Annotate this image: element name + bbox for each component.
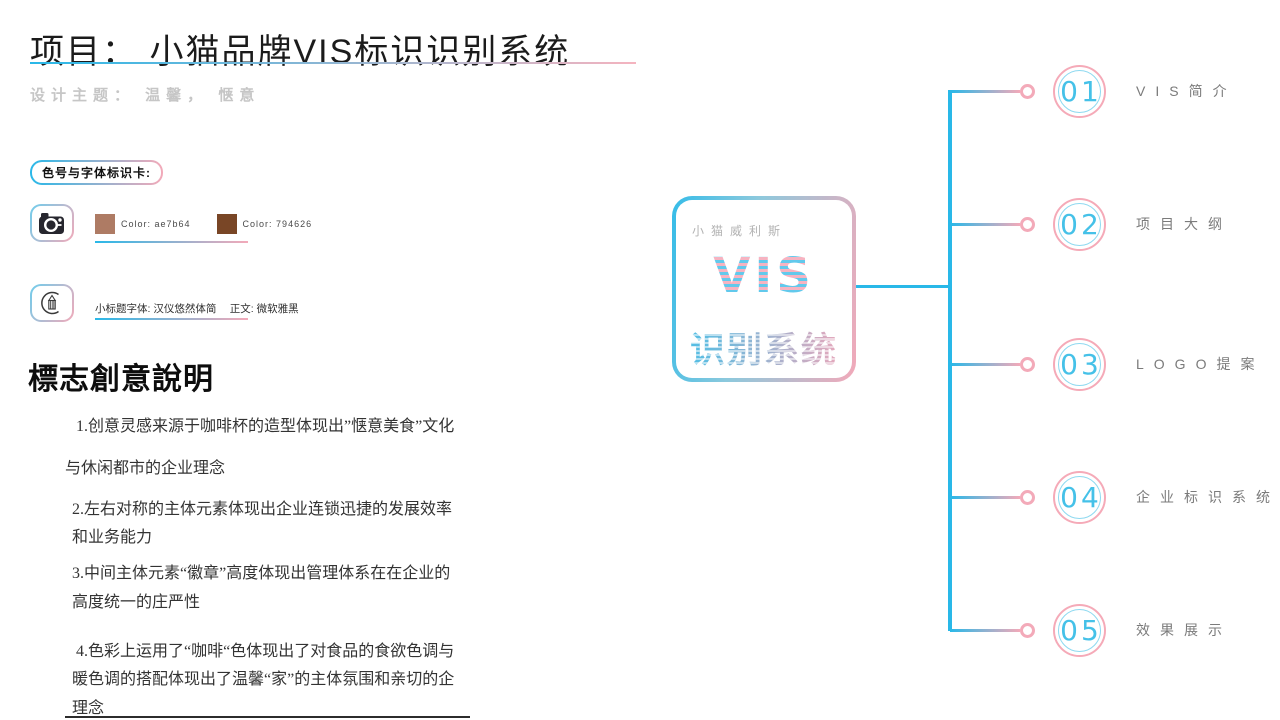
page-title: 项目： 小猫品牌VIS标识识别系统 <box>30 33 571 71</box>
description-line: 高度统一的庄严性 <box>72 594 201 611</box>
font-spec-text: 小标题字体: 汉仪悠然体简 正文: 微软雅黑 <box>95 303 299 315</box>
brand-card-inner: 小猫威利斯 VIS 识别系统 <box>676 200 852 378</box>
description-body: 1.创意灵感来源于咖啡杯的造型体现出”惬意美食”文化 与休闲都市的企业理念 2.… <box>30 417 480 719</box>
description-line: 3.中间主体元素“徽章”高度体现出管理体系在在企业的 <box>72 565 451 582</box>
color-swatch-light-brown <box>95 214 115 234</box>
timeline-number: 01 <box>1060 74 1102 108</box>
title-underline <box>30 62 636 64</box>
timeline-connector <box>950 89 1020 93</box>
brand-title-vis: VIS <box>676 248 852 304</box>
spec-badge: 色号与字体标识卡: <box>30 160 163 185</box>
font-edit-icon <box>30 284 74 322</box>
design-theme-subtitle: 设计主题： 温馨， 惬意 <box>30 87 261 104</box>
bottom-rule <box>65 716 470 718</box>
timeline-node-small <box>1020 489 1035 505</box>
card-connector-line <box>856 285 950 288</box>
timeline-node-big: 02 <box>1053 197 1106 251</box>
brand-subtitle: 小猫威利斯 <box>692 224 788 238</box>
timeline-item-1: 01 VIS简介 <box>950 61 1237 121</box>
font-edit-icon-glyph <box>32 286 72 320</box>
brand-title-system: 识别系统 <box>676 322 852 373</box>
timeline-item-5: 05 效果展示 <box>950 600 1232 660</box>
spec-badge-label: 色号与字体标识卡: <box>32 162 161 183</box>
timeline-label: 效果展示 <box>1136 622 1232 638</box>
color-label-1: Color: ae7b64 <box>121 219 191 229</box>
description-line: 和业务能力 <box>72 529 153 546</box>
description-line: 1.创意灵感来源于咖啡杯的造型体现出”惬意美食”文化 <box>76 418 455 435</box>
timeline-item-3: 03 LOGO提案 <box>950 334 1264 394</box>
timeline-label: 企业标识系统 <box>1136 489 1280 505</box>
timeline-label: 项目大纲 <box>1136 216 1232 232</box>
timeline-node-big: 01 <box>1053 64 1106 118</box>
timeline-node-big: 04 <box>1053 470 1106 524</box>
swatch-underline <box>95 241 248 243</box>
timeline-node-small <box>1020 216 1035 232</box>
brand-card: 小猫威利斯 VIS 识别系统 <box>672 196 856 382</box>
timeline-number: 04 <box>1060 480 1102 514</box>
description-line: 理念 <box>72 700 105 717</box>
timeline-node-small <box>1020 83 1035 99</box>
timeline-node-big: 05 <box>1053 603 1106 657</box>
timeline-number: 02 <box>1060 207 1102 241</box>
timeline-item-2: 02 项目大纲 <box>950 194 1232 254</box>
font-spec-underline <box>95 318 248 320</box>
timeline-item-4: 04 企业标识系统 <box>950 467 1280 527</box>
timeline-node-big: 03 <box>1053 337 1106 391</box>
camera-icon <box>30 204 74 242</box>
description-line: 与休闲都市的企业理念 <box>65 460 226 477</box>
timeline-connector <box>950 628 1020 632</box>
description-line: 4.色彩上运用了“咖啡“色体现出了对食品的食欲色调与 <box>76 643 455 660</box>
color-label-2: Color: 794626 <box>242 219 313 229</box>
timeline-label: LOGO提案 <box>1136 356 1265 372</box>
description-line: 暖色调的搭配体现出了温馨“家”的主体氛围和亲切的企 <box>72 671 455 688</box>
color-swatches: Color: ae7b64 Color: 794626 <box>95 214 312 234</box>
timeline-node-small <box>1020 356 1035 372</box>
camera-icon-glyph <box>32 206 72 240</box>
color-swatch-dark-brown <box>216 214 237 234</box>
timeline-node-small <box>1020 622 1035 638</box>
timeline-number: 03 <box>1060 347 1102 381</box>
timeline-connector <box>950 495 1020 499</box>
description-line: 2.左右对称的主体元素体现出企业连锁迅捷的发展效率 <box>72 501 453 518</box>
timeline-connector <box>950 222 1020 226</box>
timeline-number: 05 <box>1060 613 1102 647</box>
timeline-connector <box>950 362 1020 366</box>
timeline-vertical-line <box>948 90 952 631</box>
description-heading: 標志創意說明 <box>28 363 214 396</box>
timeline-label: VIS简介 <box>1136 83 1237 99</box>
